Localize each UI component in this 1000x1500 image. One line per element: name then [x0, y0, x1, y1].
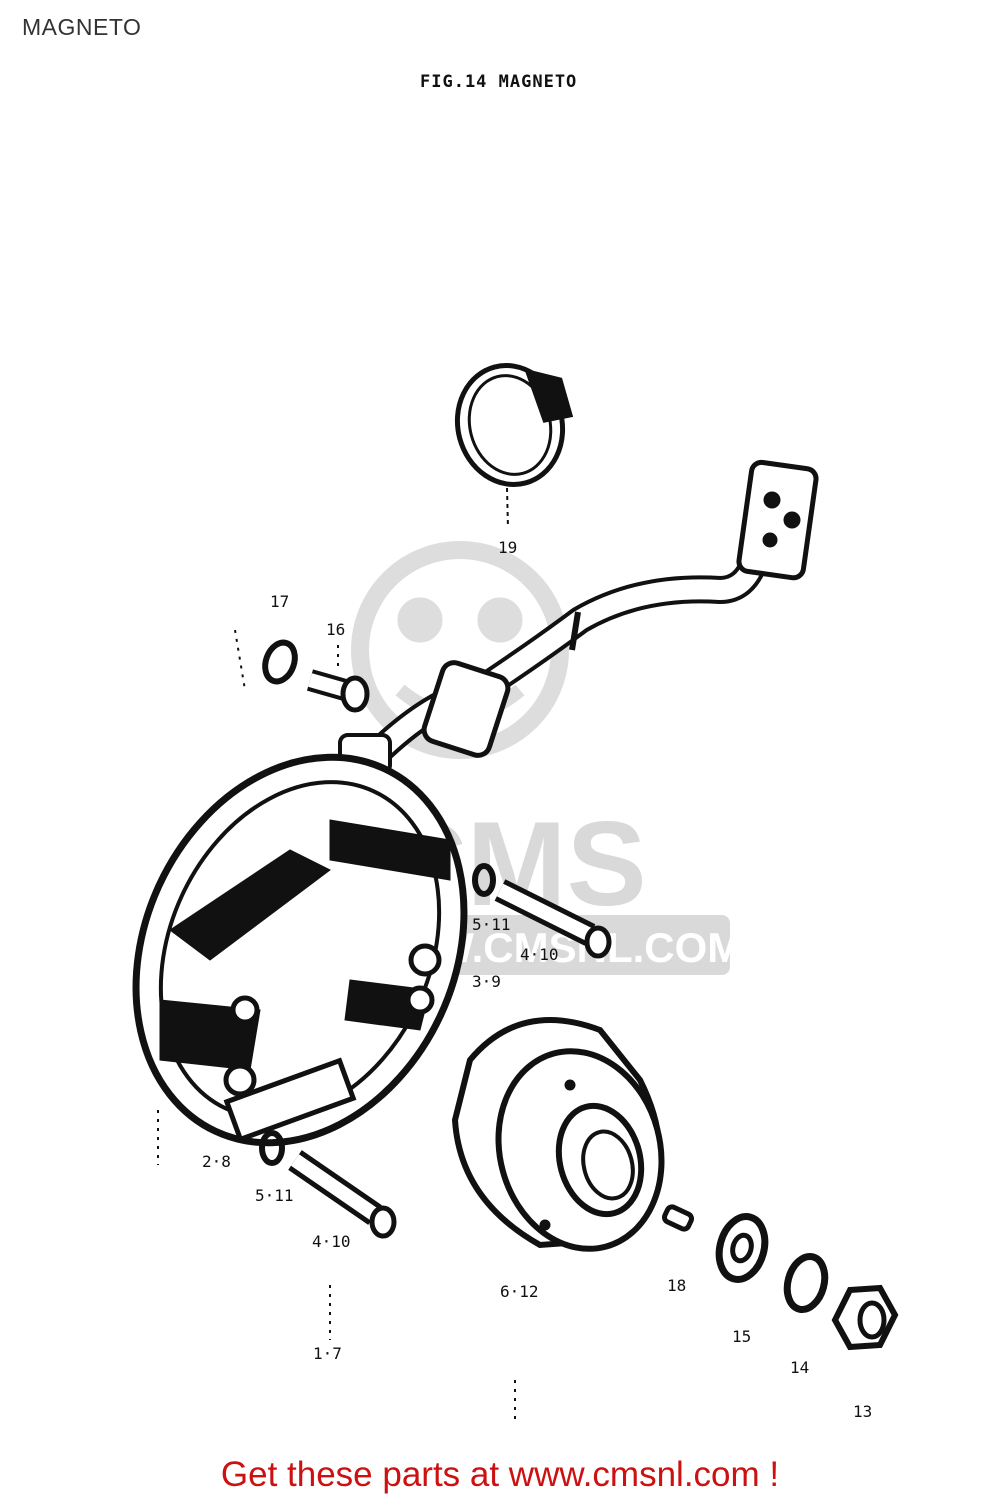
woodruff-key — [661, 1204, 695, 1232]
callout-17: 17 — [270, 592, 290, 611]
stator-assembly — [132, 753, 468, 1147]
washer-15 — [715, 1213, 769, 1283]
leader-lines — [157, 629, 516, 1420]
callout-4-10-lower: 4·10 — [312, 1232, 351, 1251]
lock-washer-14 — [783, 1253, 829, 1313]
hose-clamp — [454, 363, 574, 529]
screw-lower — [259, 1130, 397, 1239]
callout-1-7: 1·7 — [313, 1344, 342, 1363]
callout-2-8: 2·8 — [202, 1152, 231, 1171]
callout-15: 15 — [732, 1327, 752, 1346]
callout-3-9: 3·9 — [472, 972, 501, 991]
flywheel-rotor — [451, 1017, 665, 1252]
screw-upper — [472, 863, 612, 959]
wire-harness — [338, 459, 819, 775]
screw-16 — [306, 669, 370, 713]
callout-4-10-upper: 4·10 — [520, 945, 559, 964]
figure-title: FIG.14 MAGNETO — [420, 72, 578, 92]
callout-6-12: 6·12 — [500, 1282, 539, 1301]
callout-19: 19 — [498, 538, 518, 557]
page-title: MAGNETO — [22, 14, 142, 40]
callout-16: 16 — [326, 620, 346, 639]
callout-5-11-lower: 5·11 — [255, 1186, 294, 1205]
callout-14: 14 — [790, 1358, 810, 1377]
nut-13 — [831, 1284, 899, 1351]
washer-17 — [262, 639, 298, 685]
callout-18: 18 — [667, 1276, 687, 1295]
footer-cta-link[interactable]: Get these parts at www.cmsnl.com ! — [220, 1455, 780, 1494]
callout-5-11-upper: 5·11 — [472, 915, 511, 934]
callout-13: 13 — [853, 1402, 873, 1421]
